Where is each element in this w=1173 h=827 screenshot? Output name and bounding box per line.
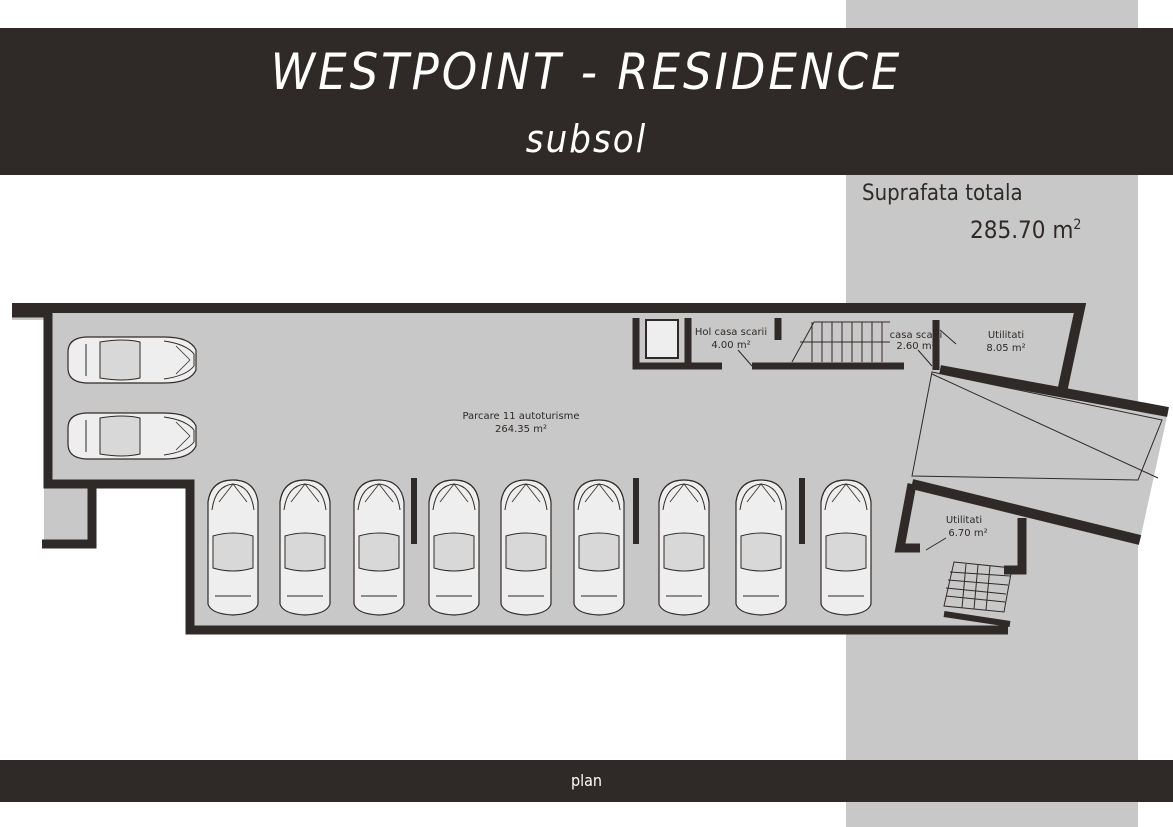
car-bay-3: [353, 479, 405, 616]
room-labels: Hol casa scarii 4.00 m² casa scarii 2.60…: [462, 327, 1025, 539]
left-outer-wall: [12, 308, 1008, 635]
car-bay-7: [658, 479, 710, 616]
car-left-2: [67, 412, 197, 460]
stair-core-walls: [632, 318, 940, 370]
total-area-number: 285.70 m: [970, 216, 1074, 244]
room-hol-area: 4.00 m²: [711, 340, 750, 351]
ramp-structure: [911, 371, 1163, 481]
room-util2-name: Utilitati: [946, 515, 982, 526]
footer-label: plan: [570, 771, 603, 790]
room-parcare-name: Parcare 11 autoturisme: [462, 411, 579, 422]
door-swings: [737, 329, 957, 551]
header-band: [0, 28, 1173, 175]
car-bay-5: [500, 479, 552, 616]
ramp-diagonal: [931, 373, 1159, 479]
left-stub-wall: [42, 484, 97, 549]
page-title: WESTPOINT - RESIDENCE: [270, 43, 903, 101]
total-area-exponent: 2: [1073, 217, 1082, 233]
main-outer-wall: [12, 303, 1087, 394]
room-parcare-area: 264.35 m²: [495, 424, 547, 435]
car-left-1: [67, 336, 197, 384]
page-subtitle: subsol: [525, 117, 648, 161]
ramp: [911, 371, 1163, 481]
footer-band: [0, 760, 1173, 802]
ramp-wall-top: [939, 365, 1169, 417]
utility-room-wall: [894, 483, 1027, 575]
room-hol-name: Hol casa scarii: [695, 327, 767, 338]
lower-stair-wall: [943, 611, 1011, 627]
room-util1-name: Utilitati: [988, 330, 1024, 341]
stairs-lower: [943, 561, 1013, 613]
car-bay-1: [207, 479, 259, 616]
room-casa-area: 2.60 m²: [896, 341, 935, 352]
elevator-shaft: [645, 319, 679, 359]
ramp-wall-bottom: [910, 479, 1142, 545]
car-bay-8: [735, 479, 787, 616]
room-casa-name: casa scarii: [890, 330, 943, 341]
total-area-label: Suprafata totala: [862, 181, 1023, 206]
room-util1-area: 8.05 m²: [986, 343, 1025, 354]
car-bay-9: [820, 479, 872, 616]
car-bay-6: [573, 479, 625, 616]
car-bay-4: [428, 479, 480, 616]
stairs-upper: [791, 321, 890, 363]
car-bay-2: [279, 479, 331, 616]
total-area-value: 285.70 m2: [970, 216, 1081, 244]
room-util2-area: 6.70 m²: [948, 528, 987, 539]
